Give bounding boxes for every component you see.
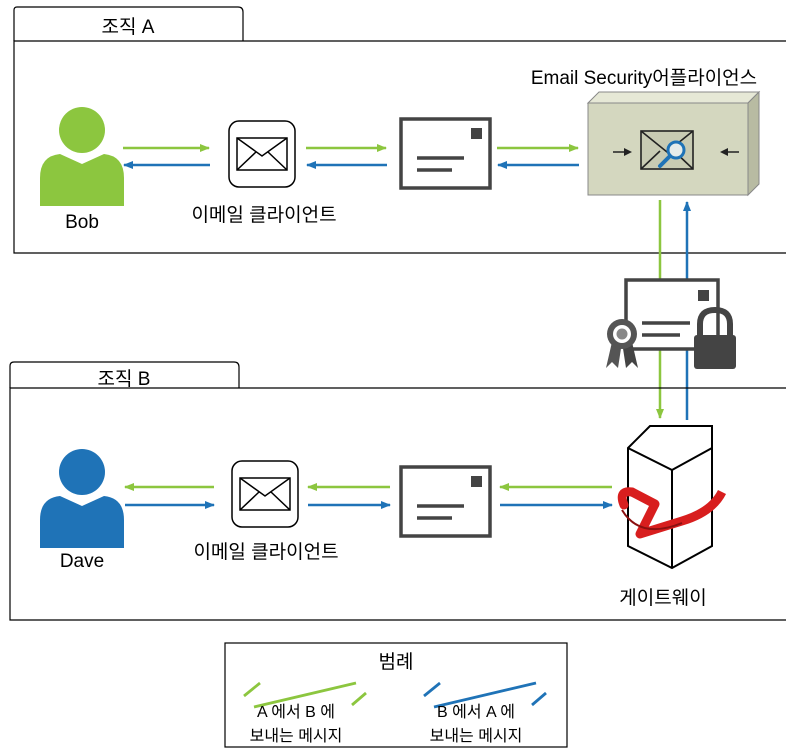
org-b-container: 조직 B (9, 361, 786, 621)
dave-name: Dave (60, 551, 104, 572)
gateway-label: 게이트웨이 (619, 587, 706, 609)
email-client-a-icon (228, 120, 296, 188)
appliance-icon (586, 90, 761, 197)
legend-b-to-a-swatch (423, 681, 547, 709)
lock-icon (694, 306, 736, 369)
org-b-arrows (124, 483, 613, 509)
org-a-arrows (123, 144, 579, 169)
legend-a-to-b-line1: A 에서 B 에 (257, 703, 335, 721)
org-a-tab-label: 조직 A (102, 16, 155, 38)
appliance-label: Email Security어플라이언스 (531, 67, 757, 89)
message-a-icon (399, 117, 492, 190)
email-client-b-label: 이메일 클라이언트 (193, 541, 338, 563)
org-b-tab-label: 조직 B (98, 368, 151, 390)
bob-person-icon (40, 107, 124, 206)
legend-title: 범례 (379, 651, 414, 673)
org-a-container: 조직 A (13, 6, 786, 254)
legend-b-to-a-line1: B 에서 A 에 (437, 703, 515, 721)
legend-a-to-b-line2: 보내는 메시지 (250, 727, 343, 745)
gateway-server-icon (617, 425, 727, 570)
bob-name: Bob (65, 212, 99, 233)
email-client-b-icon (231, 460, 299, 528)
certificate-icon (606, 319, 638, 368)
email-client-a-label: 이메일 클라이언트 (191, 204, 336, 226)
legend-a-to-b-swatch (243, 681, 367, 709)
message-b-icon (399, 465, 492, 538)
dave-person-icon (40, 449, 124, 548)
legend: 범례 A 에서 B 에 보내는 메시지 B 에서 A 에 보내는 메시지 (224, 642, 568, 748)
legend-b-to-a-line2: 보내는 메시지 (430, 727, 523, 745)
